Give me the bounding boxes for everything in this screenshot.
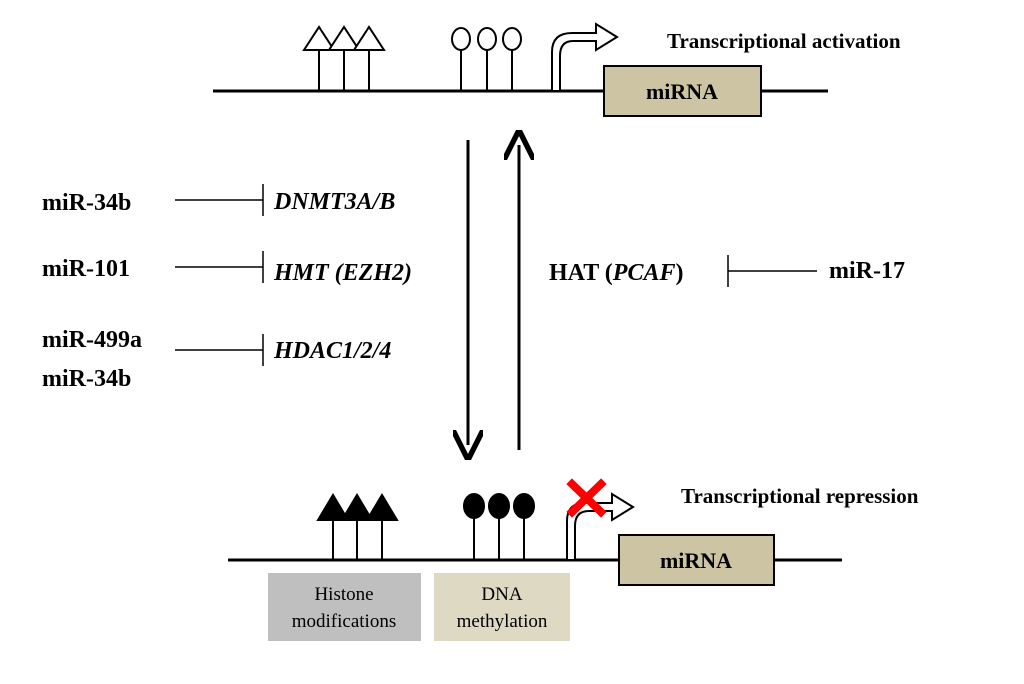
dna-methylation-label-line2: methylation bbox=[457, 611, 548, 632]
histone-modifications-label-line1: Histone bbox=[314, 584, 373, 605]
right-regulator: HAT (PCAF) miR-17 bbox=[549, 255, 905, 287]
unmethylated-cpg-open-circle-icon bbox=[451, 27, 522, 91]
activation-section: miRNA Transcriptional activation bbox=[213, 22, 901, 117]
histone-mark-open-triangle-icon bbox=[302, 25, 386, 91]
repression-section: miRNA Transcriptional repression Histone… bbox=[228, 478, 919, 641]
tss-bent-arrow-icon bbox=[551, 22, 619, 92]
methylated-cpg-filled-circle-icon bbox=[463, 493, 535, 560]
activation-mirna-gene-label: miRNA bbox=[646, 79, 718, 104]
left-regulators: miR-34b DNMT3A/B miR-101 HMT (EZH2) miR-… bbox=[42, 184, 412, 392]
regulator-mirna-label: miR-34b bbox=[42, 366, 131, 392]
activation-mirna-gene-box bbox=[603, 65, 762, 117]
dna-methylation-label-line1: DNA bbox=[481, 584, 522, 605]
state-transition-arrows bbox=[468, 140, 519, 450]
repression-mirna-gene-box bbox=[618, 534, 775, 586]
regulator-mirna-label: miR-17 bbox=[829, 258, 905, 284]
repression-label: Transcriptional repression bbox=[681, 484, 919, 508]
red-x-icon bbox=[566, 478, 607, 518]
histone-mark-filled-triangle-icon bbox=[316, 493, 399, 560]
activation-label: Transcriptional activation bbox=[667, 29, 901, 53]
histone-modifications-box bbox=[268, 573, 421, 641]
regulator-mirna-label: miR-101 bbox=[42, 256, 130, 282]
hat-target-label: HAT (PCAF) bbox=[549, 260, 683, 286]
regulator-target-label: HDAC1/2/4 bbox=[273, 338, 391, 364]
repression-mirna-gene-label: miRNA bbox=[660, 548, 732, 573]
regulator-mirna-label: miR-34b bbox=[42, 190, 131, 216]
regulator-mirna-label: miR-499a bbox=[42, 327, 142, 353]
histone-modifications-label-line2: modifications bbox=[292, 611, 396, 632]
regulator-target-label: DNMT3A/B bbox=[273, 189, 395, 215]
dna-methylation-box bbox=[434, 573, 570, 641]
regulator-target-label: HMT (EZH2) bbox=[273, 260, 412, 286]
